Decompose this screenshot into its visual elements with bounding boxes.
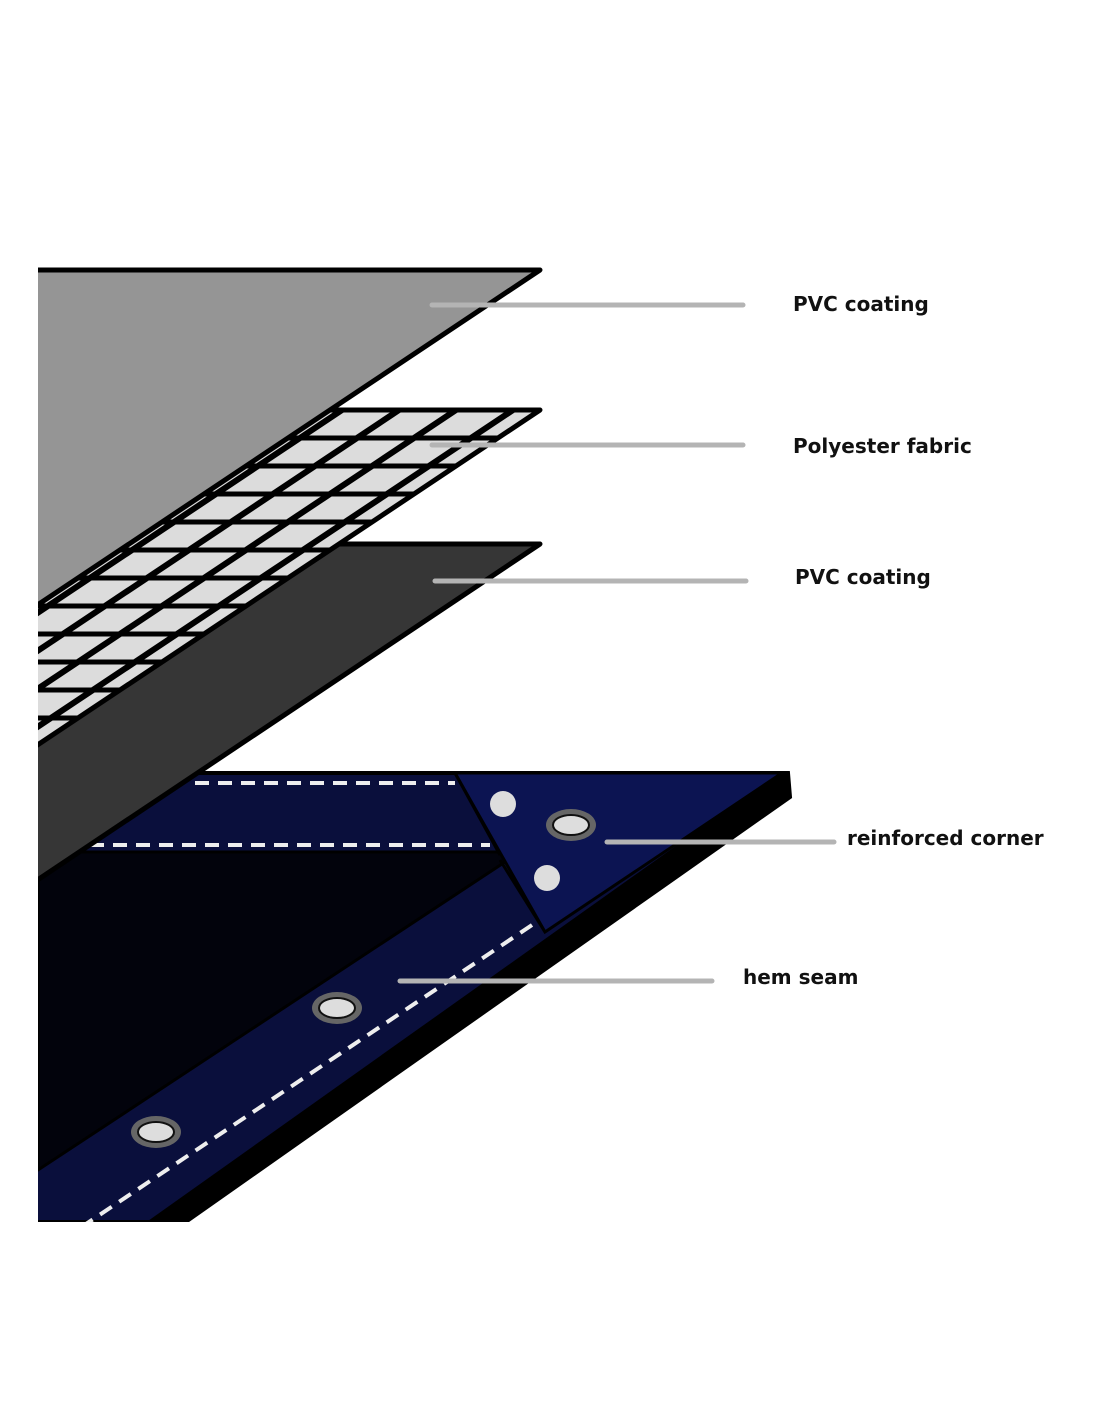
- label-reinforced-corner: reinforced corner: [847, 826, 1044, 850]
- eyelet: [131, 1116, 181, 1148]
- eyelet: [312, 992, 362, 1024]
- fabric-grid-line: [38, 410, 515, 745]
- label-pvc-coating-top: PVC coating: [793, 292, 929, 316]
- label-pvc-coating-bottom: PVC coating: [795, 565, 931, 589]
- rivet: [490, 791, 516, 817]
- fabric-grid-line: [38, 410, 344, 745]
- fabric-grid-line: [543, 410, 1083, 770]
- pvc-coating-top-layer: [38, 267, 543, 608]
- fabric-grid-line: [38, 410, 401, 745]
- fabric-grid-line: [427, 410, 540, 745]
- fabric-grid-line: [38, 410, 458, 745]
- fabric-grid-line: [484, 410, 540, 745]
- rivet: [534, 865, 560, 891]
- eyelet: [546, 809, 596, 841]
- label-hem-seam: hem seam: [743, 965, 859, 989]
- label-polyester-fabric: Polyester fabric: [793, 434, 972, 458]
